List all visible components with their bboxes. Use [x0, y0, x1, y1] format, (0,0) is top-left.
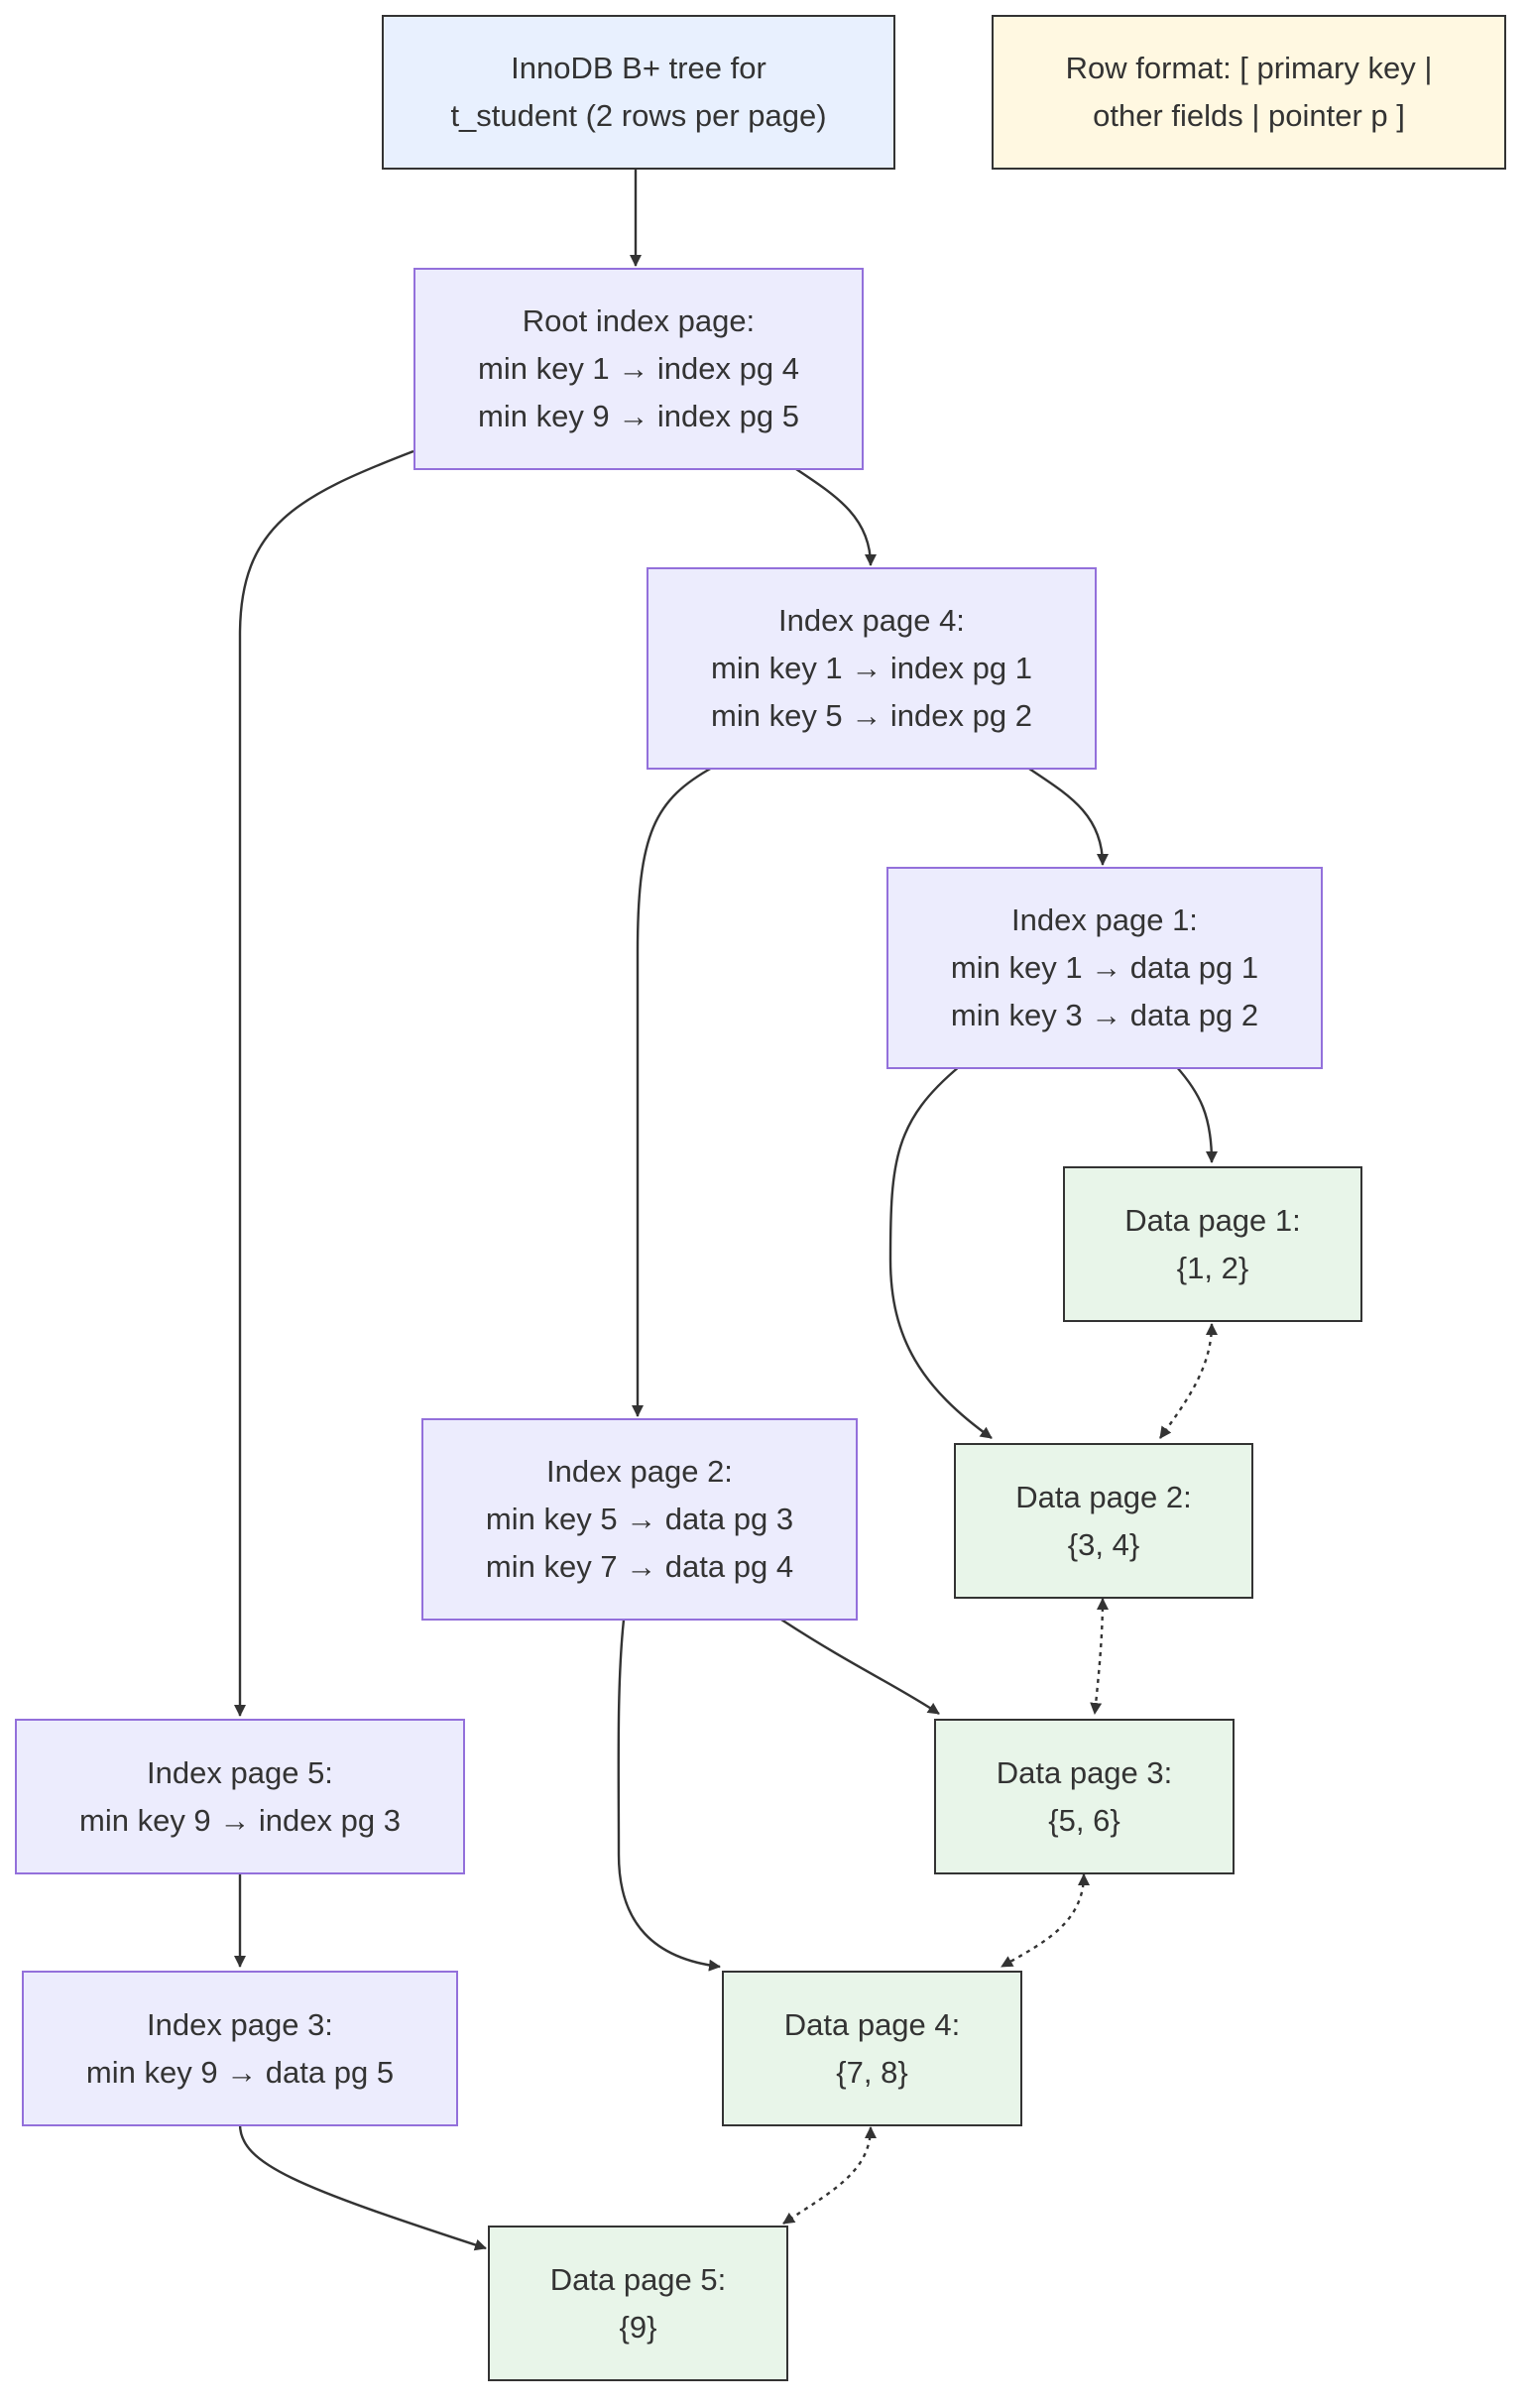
edge-index-page-3-to-data-page-5	[238, 2123, 487, 2251]
edge-index-page-4-to-index-page-2	[632, 765, 715, 1417]
root-index-page-heading: Root index page:	[522, 303, 756, 338]
link-data-page-3-data-page-4	[1001, 1873, 1090, 1969]
index-page-1-entry-2: min key 3 → data pg 2	[950, 998, 1259, 1032]
data-page-5-keys: {9}	[619, 2309, 657, 2345]
index-page-2-entry-1: min key 5 → data pg 3	[485, 1502, 794, 1536]
index-page-4: Index page 4: min key 1 → index pg 1 min…	[647, 567, 1097, 770]
edge-index-page-2-to-data-page-4	[617, 1619, 721, 1972]
data-page-5-heading: Data page 5:	[549, 2261, 727, 2297]
edge-index-page-2-to-data-page-3	[780, 1618, 940, 1715]
index-page-2: Index page 2: min key 5 → data pg 3 min …	[421, 1418, 858, 1621]
data-page-2-keys: {3, 4}	[1067, 1526, 1140, 1562]
root-index-page: Root index page: min key 1 → index pg 4 …	[413, 268, 864, 470]
data-page-5: Data page 5: {9}	[488, 2226, 788, 2381]
edge-root-to-index-page-5	[234, 449, 414, 1717]
index-page-2-heading: Index page 2:	[546, 1454, 733, 1489]
index-page-5: Index page 5: min key 9 → index pg 3	[15, 1719, 465, 1874]
root-index-page-entry-2: min key 9 → index pg 5	[478, 399, 799, 433]
index-page-5-heading: Index page 5:	[147, 1754, 333, 1790]
index-page-4-heading: Index page 4:	[778, 603, 965, 638]
index-page-2-entry-2: min key 7 → data pg 4	[485, 1549, 794, 1584]
root-index-page-entry-1: min key 1 → index pg 4	[478, 351, 799, 386]
edge-index-page-4-to-index-page-1	[1025, 766, 1109, 866]
row-format-line-2: other fields | pointer p ]	[1093, 98, 1405, 133]
data-page-1-keys: {1, 2}	[1176, 1250, 1249, 1285]
index-page-4-entry-2: min key 5 → index pg 2	[711, 698, 1032, 733]
title-node: InnoDB B+ tree for t_student (2 rows per…	[382, 15, 895, 170]
index-page-3-entry-1: min key 9 → data pg 5	[85, 2054, 395, 2090]
data-page-3-heading: Data page 3:	[996, 1754, 1173, 1790]
data-page-2-heading: Data page 2:	[1015, 1479, 1192, 1514]
title-line-1: InnoDB B+ tree for	[511, 51, 766, 85]
edge-index-page-1-to-data-page-1	[1175, 1065, 1218, 1163]
row-format-note: Row format: [ primary key | other fields…	[992, 15, 1506, 170]
index-page-4-entry-1: min key 1 → index pg 1	[711, 651, 1032, 685]
title-line-2: t_student (2 rows per page)	[450, 98, 827, 133]
link-data-page-1-data-page-2	[1159, 1323, 1218, 1439]
index-page-3-heading: Index page 3:	[147, 2006, 333, 2042]
index-page-3: Index page 3: min key 9 → data pg 5	[22, 1971, 458, 2126]
index-page-1-entry-1: min key 1 → data pg 1	[950, 950, 1259, 985]
data-page-4: Data page 4: {7, 8}	[722, 1971, 1022, 2126]
row-format-line-1: Row format: [ primary key |	[1065, 51, 1433, 85]
data-page-1: Data page 1: {1, 2}	[1063, 1166, 1362, 1322]
link-data-page-2-data-page-3	[1090, 1598, 1109, 1715]
data-page-4-keys: {7, 8}	[836, 2054, 908, 2090]
link-data-page-4-data-page-5	[782, 2126, 877, 2225]
data-page-2: Data page 2: {3, 4}	[954, 1443, 1253, 1599]
index-page-1-heading: Index page 1:	[1011, 903, 1198, 937]
data-page-1-heading: Data page 1:	[1124, 1202, 1301, 1238]
data-page-3-keys: {5, 6}	[1048, 1802, 1120, 1838]
edge-index-page-1-to-data-page-2	[888, 1065, 993, 1439]
index-page-1: Index page 1: min key 1 → data pg 1 min …	[886, 867, 1323, 1069]
data-page-4-heading: Data page 4:	[783, 2006, 961, 2042]
index-page-5-entry-1: min key 9 → index pg 3	[79, 1802, 401, 1838]
data-page-3: Data page 3: {5, 6}	[934, 1719, 1235, 1874]
edge-root-to-index-page-4	[792, 466, 877, 566]
